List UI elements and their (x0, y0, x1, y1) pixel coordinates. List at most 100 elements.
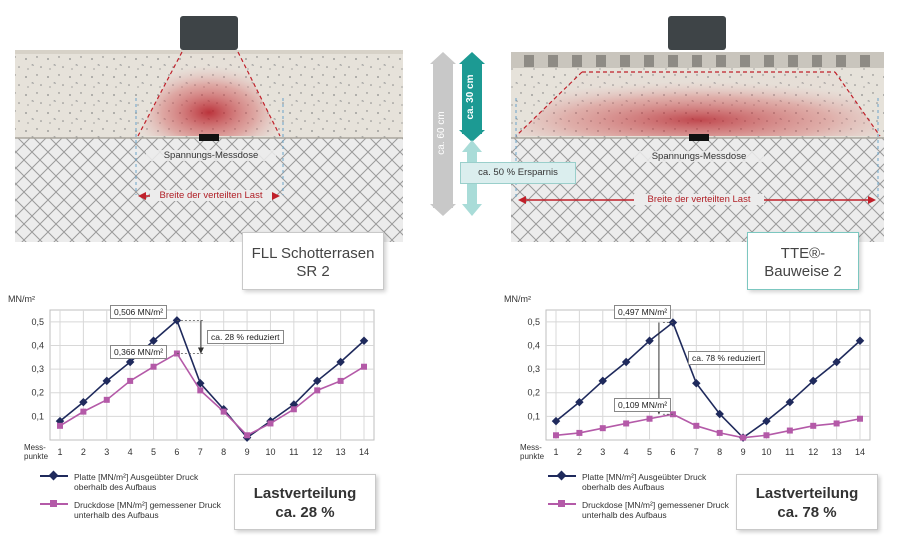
y-axis-label: MN/m² (504, 294, 531, 304)
sensor-label-right: Spannungs-Messdose (634, 151, 764, 162)
x-tick-label: 13 (832, 447, 842, 457)
data-point-sensor (244, 432, 251, 439)
y-tick-label: 0,3 (527, 364, 540, 374)
depth-30-label: ca. 30 cm (465, 74, 476, 120)
depth-30-bar (462, 62, 482, 134)
data-point-sensor (290, 406, 297, 413)
callout-sensor-right: 0,109 MN/m² (614, 398, 672, 412)
x-tick-label: 14 (855, 447, 865, 457)
data-point-plate (312, 376, 322, 386)
data-point-sensor (810, 422, 817, 429)
data-point-sensor (833, 420, 840, 427)
pressure-sensor (199, 134, 219, 141)
system-label-right-line2: Bauweise 2 (764, 263, 842, 280)
data-point-plate (668, 318, 678, 327)
y-tick-label: 0,2 (31, 388, 44, 398)
legend-plate-right: Platte [MN/m²] Ausgeübter Druck oberhalb… (582, 472, 707, 492)
x-tick-label: 5 (647, 447, 652, 457)
data-point-plate (762, 416, 771, 426)
savings-badge: ca. 50 % Ersparnis (460, 162, 576, 184)
x-tick-label: 12 (808, 447, 818, 457)
width-label-left: Breite der verteilten Last (150, 190, 272, 201)
summary-right-line1: Lastverteilung (755, 485, 859, 502)
x-tick-label: 1 (553, 447, 558, 457)
data-point-sensor (80, 408, 87, 415)
summary-right: Lastverteilung ca. 78 % (736, 474, 878, 530)
x-tick-label: 4 (624, 447, 629, 457)
data-point-sensor (553, 432, 559, 439)
data-point-plate (336, 357, 345, 367)
data-point-plate (125, 357, 135, 367)
y-tick-label: 0,5 (31, 317, 44, 327)
y-tick-label: 0,3 (31, 364, 44, 374)
x-axis-label: punkte (520, 452, 545, 461)
x-tick-label: 8 (221, 447, 226, 457)
left-cross-section (15, 16, 403, 242)
data-point-plate (832, 357, 841, 367)
data-point-sensor (576, 429, 583, 436)
depth-60-bar (433, 62, 453, 208)
data-point-sensor (103, 396, 110, 403)
plot-area (545, 309, 871, 441)
series-line-plate (59, 319, 365, 439)
y-axis-label: MN/m² (8, 294, 35, 304)
data-point-sensor (599, 425, 606, 432)
series-line-sensor (59, 352, 365, 437)
y-tick-label: 0,1 (31, 411, 44, 421)
data-point-sensor (267, 420, 274, 427)
right-cross-section (511, 16, 884, 242)
data-point-sensor (646, 415, 653, 422)
y-tick-label: 0,5 (527, 317, 540, 327)
data-point-sensor (716, 429, 723, 436)
system-label-right-line1: TTE®- (780, 245, 826, 262)
x-tick-label: 10 (265, 447, 275, 457)
summary-left-line2: ca. 28 % (275, 504, 335, 521)
x-tick-label: 11 (289, 447, 298, 457)
width-label-right: Breite der verteilten Last (634, 194, 764, 205)
x-tick-label: 9 (741, 447, 746, 457)
data-point-sensor (337, 377, 344, 384)
x-tick-label: 5 (151, 447, 156, 457)
data-point-sensor (623, 420, 630, 427)
series-line-plate (555, 321, 861, 439)
x-tick-label: 6 (670, 447, 675, 457)
x-tick-label: 2 (81, 447, 86, 457)
x-tick-label: 7 (694, 447, 699, 457)
system-label-left: FLL Schotterrasen SR 2 (242, 232, 384, 290)
data-point-plate (621, 357, 631, 367)
x-tick-label: 3 (104, 447, 109, 457)
system-label-right: TTE®- Bauweise 2 (747, 232, 859, 290)
sensor-label-left: Spannungs-Messdose (146, 150, 276, 161)
data-point-sensor (740, 434, 747, 441)
y-tick-label: 0,1 (527, 411, 540, 421)
data-point-plate (359, 336, 369, 345)
legend-left: Platte [MN/m²] Ausgeübter Druck oberhalb… (40, 470, 225, 528)
x-tick-label: 14 (359, 447, 369, 457)
summary-left-line1: Lastverteilung (253, 485, 357, 502)
x-tick-label: 12 (312, 447, 322, 457)
reduction-arrow-head (197, 347, 204, 354)
callout-reduction-right: ca. 78 % reduziert (688, 351, 765, 365)
data-point-sensor (57, 422, 63, 429)
series-line-sensor (555, 413, 861, 439)
system-label-left-line1: FLL Schotterrasen (251, 245, 375, 262)
data-point-plate (715, 409, 724, 419)
data-point-sensor (786, 427, 793, 434)
legend-right: Platte [MN/m²] Ausgeübter Druck oberhalb… (548, 470, 733, 528)
data-point-sensor (220, 408, 227, 415)
callout-sensor-left: 0,366 MN/m² (110, 345, 168, 359)
data-point-sensor (857, 415, 863, 422)
x-tick-label: 2 (577, 447, 582, 457)
system-label-left-line2: SR 2 (296, 263, 330, 280)
y-tick-label: 0,4 (527, 340, 540, 350)
x-tick-label: 8 (717, 447, 722, 457)
x-axis-label: Mess- (24, 443, 46, 452)
legend-sensor-right: Druckdose [MN/m²] gemessener Druck unter… (582, 500, 729, 520)
x-tick-label: 6 (174, 447, 179, 457)
data-point-plate (808, 376, 818, 386)
y-tick-label: 0,2 (527, 388, 540, 398)
x-tick-label: 9 (245, 447, 250, 457)
data-point-sensor (197, 387, 204, 394)
data-point-sensor (361, 363, 367, 370)
